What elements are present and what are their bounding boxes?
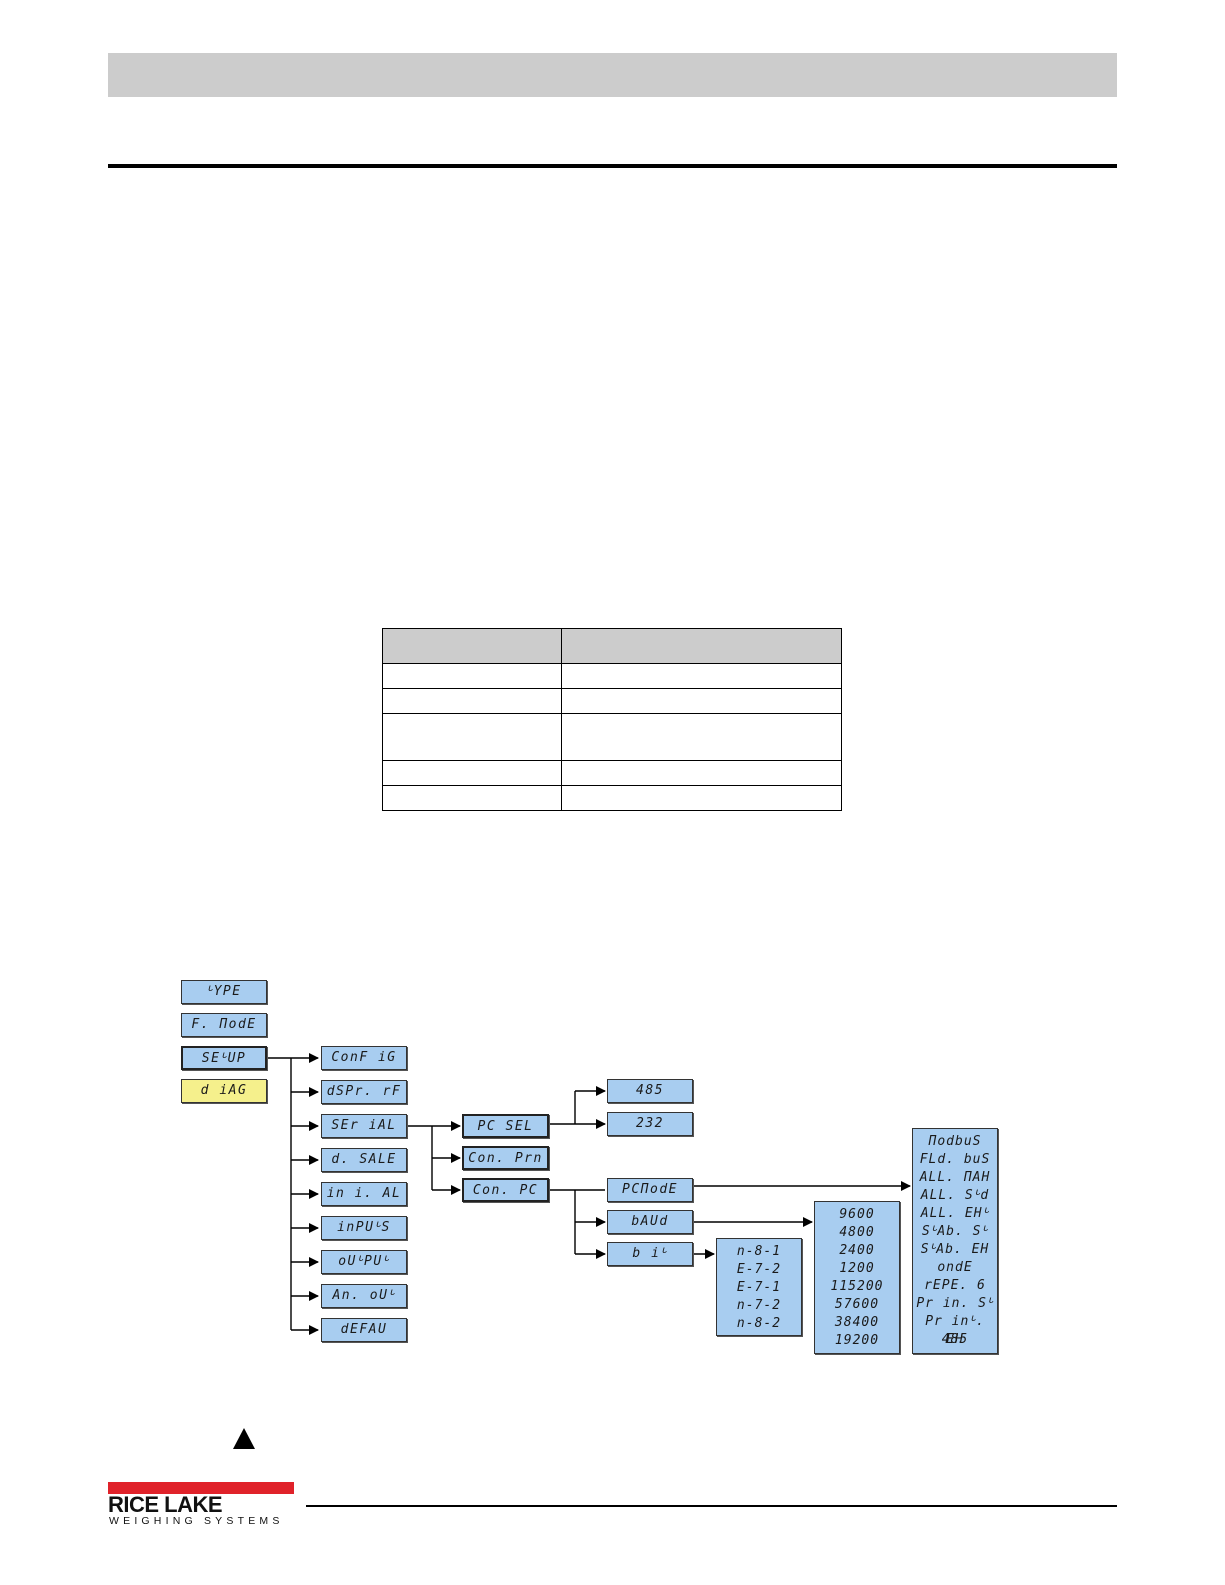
list-item[interactable]: 9600 (839, 1207, 875, 1222)
menu-con-prn[interactable]: Con. Prn (462, 1146, 549, 1170)
table-row (382, 663, 842, 689)
rice-lake-logo: RICE LAKE WEIGHING SYSTEMS (108, 1482, 298, 1528)
list-item[interactable]: rEPE. 6 (924, 1278, 986, 1293)
menu-dspref[interactable]: dSPr. rF (321, 1080, 407, 1104)
menu-bit[interactable]: b iᒡ (607, 1242, 693, 1266)
menu-pc-sel[interactable]: PC SEL (462, 1114, 549, 1138)
list-item[interactable]: Pr inᒡ. EH (925, 1314, 985, 1347)
menu-output[interactable]: oUᒡPUᒡ (321, 1250, 407, 1274)
table-header-cell (561, 628, 842, 664)
list-item[interactable]: 4800 (839, 1225, 875, 1240)
list-item[interactable]: 57600 (834, 1297, 880, 1312)
bit-options-list: n-8-1 E-7-2 E-7-1 n-7-2 n-8-2 (716, 1238, 802, 1336)
list-item[interactable]: E-7-2 (736, 1262, 782, 1277)
list-item[interactable]: ALL. Sᒡd (920, 1188, 990, 1203)
list-item[interactable]: n-7-2 (736, 1298, 782, 1313)
list-item[interactable]: ALL. EHᒡ (920, 1206, 990, 1221)
list-item[interactable]: n-8-2 (736, 1316, 782, 1331)
list-item[interactable]: n-8-1 (736, 1244, 782, 1259)
menu-diag[interactable]: d iAG (181, 1079, 267, 1103)
menu-baud[interactable]: bAUd (607, 1210, 693, 1234)
list-item[interactable]: Pr in. Sᒡ (916, 1296, 994, 1311)
logo-tagline-text: WEIGHING SYSTEMS (109, 1515, 284, 1527)
list-item[interactable]: ALL. ΠAH (919, 1170, 991, 1185)
menu-485[interactable]: 485 (607, 1079, 693, 1103)
list-item[interactable]: ΠodbuS (928, 1134, 982, 1149)
menu-default[interactable]: dEFAU (321, 1318, 407, 1342)
list-item[interactable]: 115200 (830, 1279, 884, 1294)
footer-rule (306, 1505, 1117, 1507)
menu-type[interactable]: ᒡYPE (181, 980, 267, 1004)
parameter-table (382, 628, 842, 811)
menu-pcmode[interactable]: PCΠodE (607, 1178, 693, 1202)
list-item[interactable]: 2400 (839, 1243, 875, 1258)
list-item[interactable]: ondE (937, 1260, 973, 1275)
list-item[interactable]: 38400 (834, 1315, 880, 1330)
list-item[interactable]: 19200 (834, 1333, 880, 1348)
table-row (382, 785, 842, 811)
pcmode-options-list: ΠodbuS FLd. buS ALL. ΠAH ALL. Sᒡd ALL. E… (912, 1128, 998, 1354)
menu-initial[interactable]: in i. AL (321, 1182, 407, 1206)
menu-setup[interactable]: SEᒡUP (181, 1046, 267, 1070)
logo-red-bar (108, 1482, 294, 1494)
list-item[interactable]: FLd. buS (919, 1152, 991, 1167)
table-row (382, 688, 842, 714)
menu-config[interactable]: ConF iG (321, 1046, 407, 1070)
menu-inputs[interactable]: inPUᒡS (321, 1216, 407, 1240)
list-item[interactable]: SᒡAb. EH (920, 1242, 990, 1257)
menu-serial[interactable]: SEr iAL (321, 1114, 407, 1138)
header-band (108, 53, 1117, 97)
table-header-cell (382, 628, 562, 664)
list-item[interactable]: 485 (941, 1332, 969, 1347)
menu-fmode[interactable]: F. ΠodE (181, 1013, 267, 1037)
menu-anout[interactable]: An. oUᒡ (321, 1284, 407, 1308)
table-row (382, 713, 842, 761)
header-rule (108, 164, 1117, 168)
baud-options-list: 9600 4800 2400 1200 115200 57600 38400 1… (814, 1201, 900, 1354)
list-item[interactable]: E-7-1 (736, 1280, 782, 1295)
warning-triangle-icon (233, 1428, 255, 1449)
menu-dscale[interactable]: d. SALE (321, 1148, 407, 1172)
logo-brand-text: RICE LAKE (108, 1492, 223, 1517)
list-item[interactable]: 1200 (839, 1261, 875, 1276)
list-item[interactable]: SᒡAb. Sᒡ (921, 1224, 989, 1239)
menu-con-pc[interactable]: Con. PC (462, 1178, 549, 1202)
menu-232[interactable]: 232 (607, 1112, 693, 1136)
